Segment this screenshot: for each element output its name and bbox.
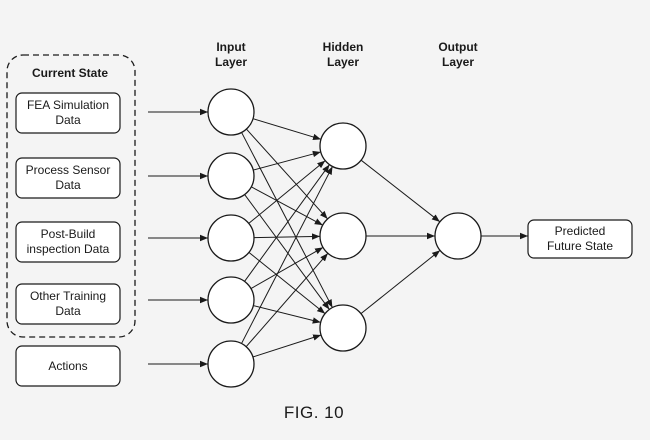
input-to-hidden-connection <box>241 132 333 308</box>
input-box-label-line2: Data <box>55 113 81 127</box>
network-connections <box>148 108 528 368</box>
input-box-label-line1: Post-Build <box>41 227 96 241</box>
input-box-actions: Actions <box>15 345 121 387</box>
input-to-hidden-connection <box>251 186 323 226</box>
input-layer-node <box>207 276 255 324</box>
figure-caption: FIG. 10 <box>284 403 344 422</box>
input-box-other-training: Other Training Data <box>15 283 121 325</box>
output-layer-title-line2: Layer <box>442 55 474 69</box>
hidden-to-output-connection <box>360 249 441 315</box>
hidden-to-output-connection <box>360 159 441 223</box>
input-layer-node <box>207 152 255 200</box>
input-box-label-line2: Data <box>55 178 81 192</box>
input-box-label-line1: Other Training <box>30 289 106 303</box>
input-layer-title-line2: Layer <box>215 55 247 69</box>
input-to-hidden-connection <box>245 252 329 348</box>
result-label-line2: Future State <box>547 239 613 253</box>
input-to-hidden-connection <box>244 164 330 282</box>
input-box-label-line2: inspection Data <box>27 242 110 256</box>
input-to-hidden-connection <box>252 118 322 141</box>
input-to-hidden-connection <box>253 305 321 324</box>
input-layer-node <box>207 340 255 388</box>
input-to-hidden-connection <box>253 150 321 171</box>
input-box-fea-simulation: FEA Simulation Data <box>15 92 121 134</box>
input-box-label: Actions <box>48 359 87 373</box>
hidden-layer-node <box>319 212 367 260</box>
predicted-future-state-box: Predicted Future State <box>527 219 633 259</box>
input-to-hidden-connection <box>250 246 324 290</box>
input-to-hidden-connection <box>246 128 328 220</box>
input-layer-title-line1: Input <box>216 40 245 54</box>
hidden-layer-node <box>319 122 367 170</box>
input-box-label-line1: Process Sensor <box>26 163 111 177</box>
hidden-layer-node <box>319 304 367 352</box>
input-to-hidden-connection <box>248 160 326 224</box>
hidden-layer-title-line1: Hidden <box>323 40 364 54</box>
input-to-hidden-connection <box>241 166 333 344</box>
output-layer-title-line1: Output <box>438 40 477 54</box>
current-state-group <box>6 54 136 338</box>
input-box-process-sensor: Process Sensor Data <box>15 157 121 199</box>
output-layer-node <box>434 212 482 260</box>
input-box-label-line1: FEA Simulation <box>27 98 109 112</box>
network-nodes <box>207 88 482 388</box>
current-state-title: Current State <box>32 66 108 80</box>
input-layer-node <box>207 214 255 262</box>
input-layer-node <box>207 88 255 136</box>
input-box-label-line2: Data <box>55 304 81 318</box>
hidden-layer-title-line2: Layer <box>327 55 359 69</box>
input-to-hidden-connection <box>244 194 330 310</box>
input-to-hidden-connection <box>248 252 326 314</box>
result-label-line1: Predicted <box>555 224 606 238</box>
input-to-hidden-connection <box>253 233 321 240</box>
input-box-post-build-inspection: Post-Build inspection Data <box>15 221 121 263</box>
input-to-hidden-connection <box>252 334 322 358</box>
